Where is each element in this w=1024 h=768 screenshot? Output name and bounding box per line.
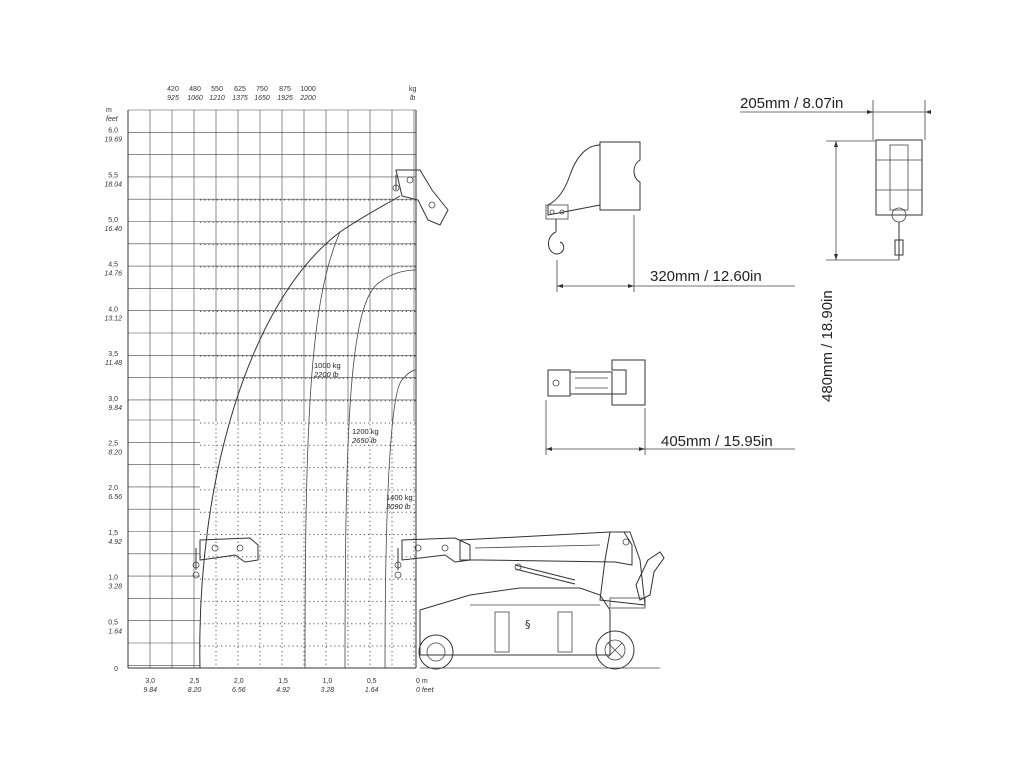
top-unit-lb: lb bbox=[410, 95, 416, 102]
y-tick-label-m: 2,0 bbox=[108, 485, 118, 492]
axis-labels: m feet kg lb 6,0 19.69 5,5 18.04 5,0 16.40 4,5… bbox=[104, 86, 434, 694]
x-tick-label-ft: 0 feet bbox=[416, 687, 435, 694]
dotted-load-area bbox=[200, 199, 416, 668]
x-tick-label-m: 2,5 bbox=[190, 678, 200, 685]
svg-text:§: § bbox=[525, 618, 531, 631]
y-tick-label-ft: 19.69 bbox=[104, 137, 122, 144]
jib-attachment-extended bbox=[192, 537, 259, 579]
top-load-label-kg: 550 bbox=[211, 86, 223, 93]
y-tick-label-ft: 11.48 bbox=[105, 360, 122, 367]
x-tick-label-ft: 8.20 bbox=[188, 687, 202, 694]
y-tick-label-ft: 18.04 bbox=[104, 181, 122, 188]
zone-label-1200-kg: 1200 kg bbox=[352, 427, 379, 436]
y-tick-label-m: 2,5 bbox=[108, 441, 118, 448]
hook-attachment-front-view bbox=[740, 100, 931, 261]
y-tick-label-ft: 14.76 bbox=[104, 271, 122, 278]
x-tick-label-ft: 4.92 bbox=[276, 687, 290, 694]
top-load-label-lb: 1925 bbox=[277, 95, 293, 102]
x-tick-label-m: 2,0 bbox=[234, 678, 244, 685]
y-tick-label-ft: 9.84 bbox=[108, 405, 122, 412]
top-load-label-lb: 2200 bbox=[299, 95, 316, 102]
zone-label-1200-lb: 2650 lb bbox=[351, 436, 377, 445]
y-tick-label-m: 1,0 bbox=[108, 575, 118, 582]
y-tick-label-m: 1,5 bbox=[108, 530, 118, 537]
zone-label-1000-kg: 1000 kg bbox=[314, 361, 341, 370]
x-tick-label-m: 1,0 bbox=[323, 678, 333, 685]
dimension-height: 480mm / 18.90in bbox=[819, 290, 836, 402]
crane-machine-drawing: § bbox=[418, 531, 665, 670]
top-load-label-kg: 875 bbox=[279, 86, 291, 93]
jib-attachment-raised bbox=[392, 169, 449, 226]
y-tick-label-m: 0 bbox=[114, 666, 118, 673]
top-load-label-lb: 1375 bbox=[232, 95, 248, 102]
top-load-label-lb: 1060 bbox=[187, 95, 203, 102]
load-curve-1200kg bbox=[344, 269, 417, 669]
hook-attachment-side-view bbox=[545, 141, 795, 292]
zone-label-1000-lb: 2200 lb bbox=[313, 370, 339, 379]
y-tick-label-ft: 13.12 bbox=[104, 315, 122, 322]
x-tick-label-ft: 3.28 bbox=[321, 687, 335, 694]
y-tick-label-ft: 3.28 bbox=[108, 584, 122, 591]
dimension-hook-length: 320mm / 12.60in bbox=[650, 268, 762, 285]
y-tick-label-ft: 1.64 bbox=[108, 628, 122, 635]
zone-label-1400-kg: 1400 kg bbox=[386, 493, 413, 502]
dimension-width-top: 205mm / 8.07in bbox=[740, 95, 843, 112]
top-load-label-kg: 480 bbox=[189, 86, 201, 93]
top-unit-kg: kg bbox=[409, 86, 417, 93]
x-tick-label-m: 0 m bbox=[416, 678, 428, 685]
zone-label-1400-lb: 3090 lb bbox=[386, 502, 411, 511]
top-load-label-kg: 420 bbox=[167, 86, 179, 93]
x-tick-label-ft: 1.64 bbox=[365, 687, 379, 694]
y-unit-ft: feet bbox=[106, 116, 119, 123]
y-tick-label-ft: 6.56 bbox=[108, 494, 122, 501]
top-load-label-lb: 925 bbox=[167, 95, 179, 102]
y-tick-label-m: 5,0 bbox=[108, 217, 118, 224]
top-load-label-lb: 1210 bbox=[209, 95, 225, 102]
reach-envelope-curve bbox=[199, 195, 401, 669]
y-tick-label-m: 3,5 bbox=[108, 351, 118, 358]
load-curve-1400kg bbox=[384, 369, 417, 669]
x-tick-label-m: 3,0 bbox=[145, 678, 155, 685]
y-tick-label-m: 3,0 bbox=[108, 396, 118, 403]
chart-grid bbox=[127, 109, 417, 669]
y-tick-label-m: 0,5 bbox=[108, 619, 118, 626]
top-load-label-kg: 750 bbox=[256, 86, 268, 93]
dimension-jib-length: 405mm / 15.95in bbox=[661, 433, 773, 450]
top-load-label-lb: 1650 bbox=[254, 95, 270, 102]
y-tick-label-ft: 8.20 bbox=[108, 450, 122, 457]
load-curve-1000kg bbox=[304, 231, 341, 669]
y-unit-m: m bbox=[106, 107, 112, 114]
jib-attachment-top-view bbox=[545, 359, 795, 455]
top-load-label-kg: 1000 bbox=[300, 86, 316, 93]
y-tick-label-m: 4,0 bbox=[108, 306, 118, 313]
x-tick-label-ft: 6.56 bbox=[232, 687, 246, 694]
y-tick-label-m: 5,5 bbox=[108, 172, 118, 179]
y-tick-label-m: 6,0 bbox=[108, 128, 118, 135]
x-tick-label-m: 0,5 bbox=[367, 678, 377, 685]
x-tick-label-m: 1,5 bbox=[278, 678, 288, 685]
jib-attachment-retracted bbox=[394, 537, 471, 579]
y-tick-label-ft: 4.92 bbox=[108, 539, 122, 546]
y-tick-label-m: 4,5 bbox=[108, 262, 118, 269]
y-tick-label-ft: 16.40 bbox=[104, 226, 122, 233]
x-tick-label-ft: 9.84 bbox=[143, 687, 157, 694]
top-load-label-kg: 625 bbox=[234, 86, 246, 93]
